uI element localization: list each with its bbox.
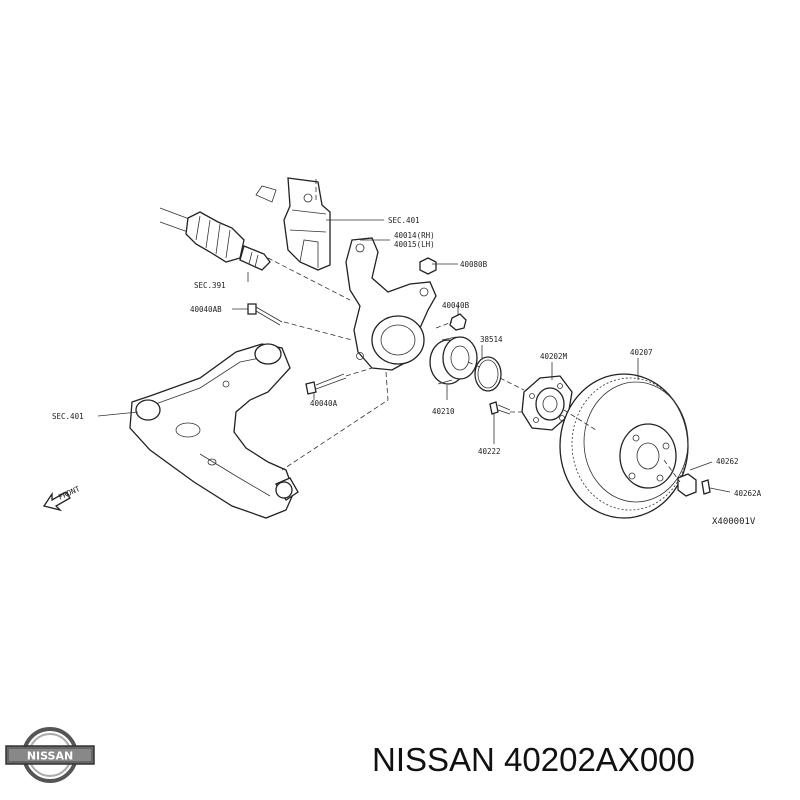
label-40040a: 40040A [310,399,338,408]
snap-ring-38514-part [474,356,502,392]
hub-bolt-40222-part [489,401,511,415]
label-sec391: SEC.391 [194,281,226,290]
label-40210: 40210 [432,407,455,416]
lower-arm-part [129,343,299,519]
nut-40080b-part [419,257,437,275]
label-40015: 40015(LH) [394,240,435,249]
label-40207: 40207 [630,348,653,357]
front-arrow-icon [42,491,71,512]
label-38514: 38514 [480,335,503,344]
screw-40262-part [677,473,711,497]
leader-lines [97,176,731,493]
label-front: FRONT [57,484,82,502]
part-number-caption: NISSAN 40202AX000 [372,741,695,778]
label-40040b: 40040B [442,301,470,310]
label-sec401-top: SEC.401 [388,216,420,225]
bolt-40040a-part [305,373,347,395]
label-40222: 40222 [478,447,501,456]
hub-40202m-part [521,375,573,431]
svg-text:NISSAN: NISSAN [27,750,73,763]
label-sec401-left: SEC.401 [52,412,84,421]
bearing-40210-part [429,336,478,385]
bolt-40040ab-part [247,303,283,326]
nut-40040b-part [449,313,467,331]
label-figure-code: X400001V [712,517,756,527]
label-40262a: 40262A [734,489,762,498]
nissan-logo: NISSAN [5,727,95,783]
drive-shaft-part [159,207,271,271]
label-40014: 40014(RH) [394,231,435,240]
label-40080b: 40080B [460,260,488,269]
brake-disc-40207-part [559,373,689,519]
label-40262: 40262 [716,457,739,466]
knuckle-part [345,237,437,371]
label-40040ab: 40040AB [190,305,222,314]
strut-part [255,177,331,271]
label-40202m: 40202M [540,352,568,361]
